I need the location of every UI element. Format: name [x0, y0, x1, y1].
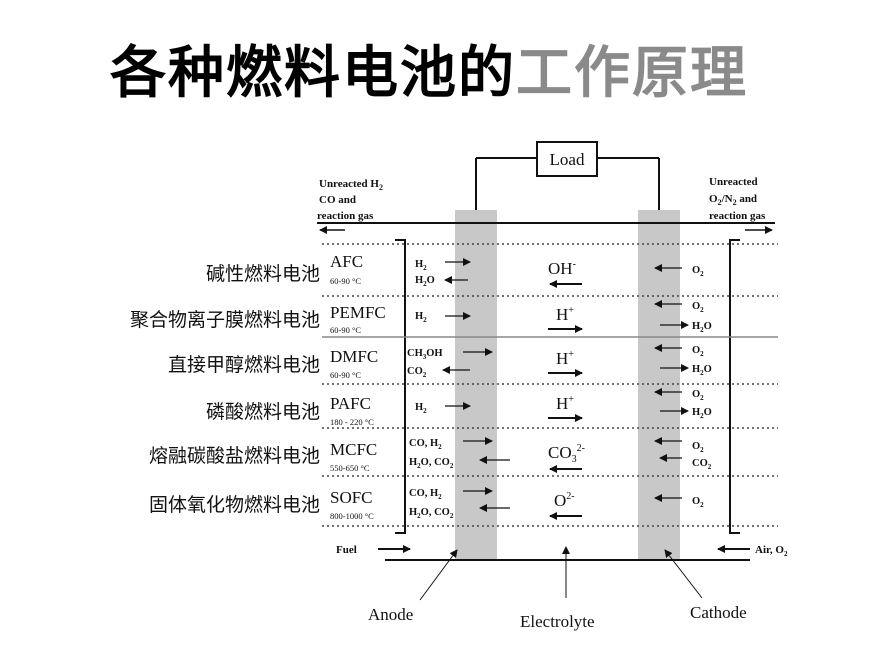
- title-part2: 工作原理: [516, 40, 748, 106]
- anode-chamber-wall: [395, 239, 406, 534]
- cathode-chamber-wall: [729, 239, 740, 534]
- row-separators: [322, 243, 778, 527]
- page-title: 各种燃料电池的工作原理: [110, 28, 748, 109]
- air-label: Air, O2: [755, 544, 788, 558]
- row-abbr: SOFC: [330, 488, 373, 507]
- cathode-species: O2: [692, 301, 704, 314]
- row-cn-label-afc: 碱性燃料电池: [205, 263, 320, 285]
- row-temp: 60-90 °C: [330, 370, 361, 380]
- ion-label: H+: [556, 394, 574, 413]
- ion-label: O2-: [554, 491, 575, 510]
- anode-species: H2: [415, 402, 427, 415]
- row-cn-label-pafc: 磷酸燃料电池: [205, 401, 320, 423]
- row-afc: AFC 60-90 °C H2 H2O OH- O2: [330, 252, 704, 288]
- row-mcfc: MCFC 550-650 °C CO, H2 H2O, CO2 CO32- O2…: [330, 437, 712, 473]
- row-cn-label-mcfc: 熔融碳酸盐燃料电池: [148, 445, 320, 467]
- row-abbr: AFC: [330, 252, 363, 271]
- row-sofc: SOFC 800-1000 °C CO, H2 H2O, CO2 O2- O2: [330, 487, 704, 521]
- row-pafc: PAFC 180 - 220 °C H2 H+ O2 H2O: [330, 388, 712, 427]
- row-dmfc: DMFC 60-90 °C CH3OH CO2 H+ O2 H2O: [330, 344, 712, 380]
- anode-species: CO, H2: [409, 438, 442, 451]
- reaction-gas-right-note: reaction gas: [709, 210, 766, 222]
- row-temp: 550-650 °C: [330, 463, 370, 473]
- cathode-band: [638, 210, 680, 560]
- row-cn-label-sofc: 固体氧化物燃料电池: [148, 494, 320, 516]
- cathode-species: H2O: [692, 321, 712, 334]
- anode-species: CH3OH: [407, 348, 443, 361]
- row-temp: 60-90 °C: [330, 276, 361, 286]
- ion-label: OH-: [548, 259, 576, 278]
- cathode-species: H2O: [692, 407, 712, 420]
- co-note: CO and: [319, 194, 356, 206]
- row-abbr: PEMFC: [330, 303, 386, 322]
- cathode-species: O2: [692, 389, 704, 402]
- row-pemfc: PEMFC 60-90 °C H2 H+ O2 H2O: [330, 300, 712, 335]
- anode-species: H2: [415, 259, 427, 272]
- cathode-species: O2: [692, 345, 704, 358]
- cathode-species: CO2: [692, 458, 712, 471]
- anode-species: H2O, CO2: [409, 507, 454, 520]
- cathode-label: Cathode: [690, 603, 747, 622]
- ion-label: H+: [556, 305, 574, 324]
- anode-pointer: [419, 549, 458, 601]
- row-abbr: PAFC: [330, 394, 371, 413]
- cathode-species: H2O: [692, 364, 712, 377]
- electrolyte-label: Electrolyte: [520, 612, 595, 631]
- ion-label: H+: [556, 349, 574, 368]
- cathode-species: O2: [692, 265, 704, 278]
- unreacted-h2-note: Unreacted H2: [319, 178, 383, 192]
- load-circuit: Load: [475, 141, 660, 210]
- load-label: Load: [550, 150, 585, 169]
- ion-label: CO32-: [548, 443, 585, 465]
- unreacted-right-note: Unreacted: [709, 176, 758, 188]
- cathode-pointer: [664, 549, 703, 599]
- row-cn-label-dmfc: 直接甲醇燃料电池: [167, 354, 320, 376]
- row-temp: 800-1000 °C: [330, 511, 374, 521]
- o2-n2-note: O2/N2 and: [709, 193, 757, 207]
- row-abbr: DMFC: [330, 347, 378, 366]
- anode-species: H2O: [415, 275, 435, 288]
- row-temp: 60-90 °C: [330, 325, 361, 335]
- cathode-species: O2: [692, 441, 704, 454]
- anode-label: Anode: [368, 605, 413, 624]
- row-cn-label-pemfc: 聚合物离子膜燃料电池: [129, 309, 320, 331]
- load-box: [536, 141, 598, 177]
- reaction-gas-left-note: reaction gas: [317, 210, 374, 222]
- anode-species: CO, H2: [409, 488, 442, 501]
- title-part1: 各种燃料电池的: [110, 41, 516, 106]
- row-temp: 180 - 220 °C: [330, 417, 374, 427]
- fuel-label: Fuel: [336, 544, 357, 556]
- anode-band: [455, 210, 497, 560]
- anode-species: H2: [415, 311, 427, 324]
- anode-species: H2O, CO2: [409, 457, 454, 470]
- anode-species: CO2: [407, 366, 427, 379]
- cathode-species: O2: [692, 496, 704, 509]
- row-abbr: MCFC: [330, 440, 377, 459]
